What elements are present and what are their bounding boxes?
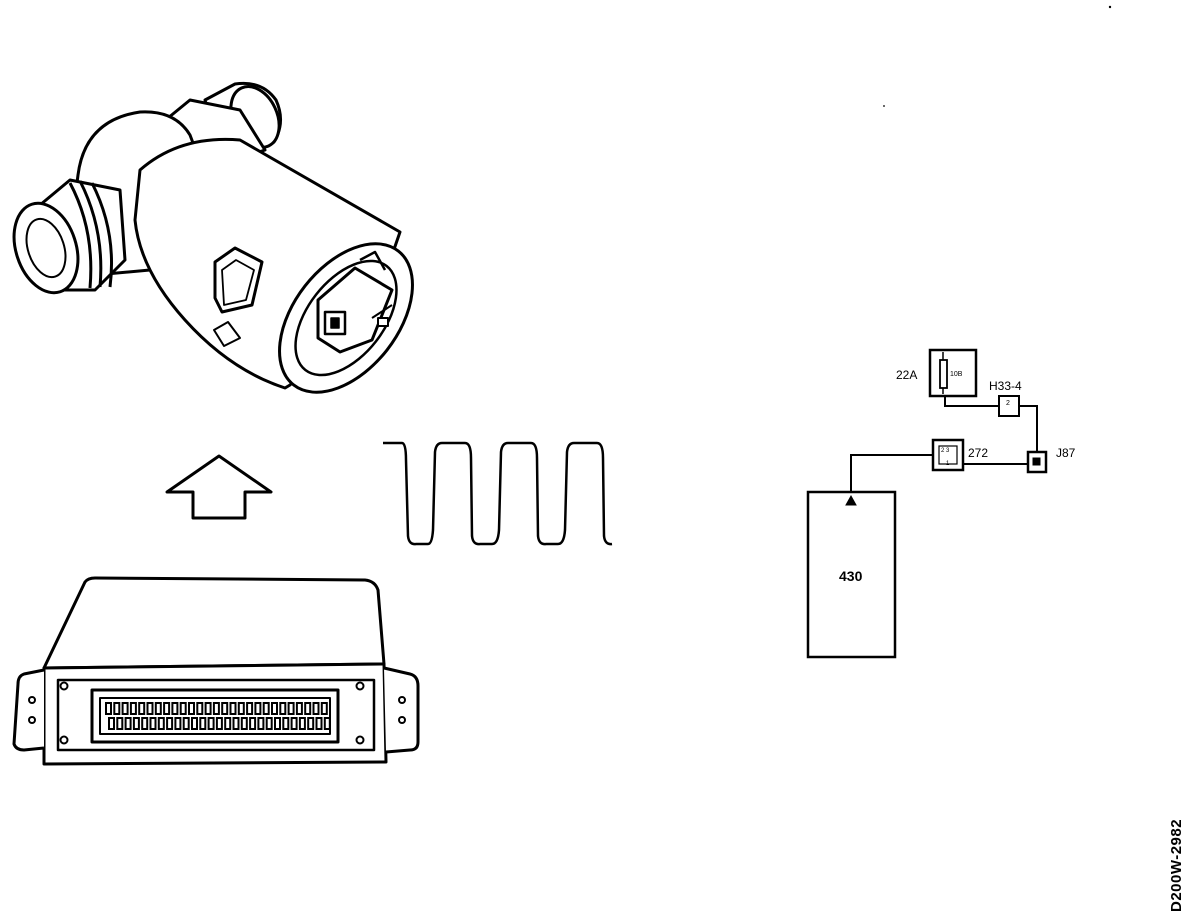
connector-pin bbox=[207, 717, 215, 730]
connector-pin bbox=[138, 702, 146, 715]
connector-pin bbox=[323, 717, 331, 730]
connector-pin bbox=[282, 717, 290, 730]
connector-pin bbox=[141, 717, 149, 730]
connector-pin bbox=[229, 702, 237, 715]
wire-connector-to-splice bbox=[1017, 405, 1038, 457]
drawing-reference-code: D200W-2982 bbox=[1168, 818, 1184, 912]
connector-pin bbox=[295, 702, 303, 715]
connector-pin bbox=[304, 702, 312, 715]
connector-pin bbox=[116, 717, 124, 730]
ecu-430-pin-marker bbox=[845, 494, 857, 506]
connector-pin bbox=[279, 702, 287, 715]
connector-pin bbox=[124, 717, 132, 730]
connector-pin bbox=[121, 702, 129, 715]
connector-pin bbox=[132, 717, 140, 730]
idle-control-valve bbox=[12, 81, 414, 394]
scan-speck bbox=[1108, 5, 1112, 9]
connector-pin bbox=[224, 717, 232, 730]
connector-pin bbox=[312, 702, 320, 715]
connector-pin bbox=[179, 702, 187, 715]
connector-pin bbox=[129, 702, 137, 715]
connector-pin-label: 2 bbox=[1006, 400, 1010, 407]
fuse-rating-label: 10B bbox=[950, 371, 963, 378]
wire-fuse-to-connector bbox=[944, 396, 1003, 407]
connector-pin bbox=[290, 717, 298, 730]
connector-pin bbox=[196, 702, 204, 715]
connector-pin bbox=[320, 702, 328, 715]
splice-j87-label: J87 bbox=[1056, 446, 1076, 460]
ecu-430-pin-label: 1 bbox=[848, 500, 851, 506]
ecu-430-label: 430 bbox=[839, 568, 863, 584]
connector-pin bbox=[232, 717, 240, 730]
scan-speck bbox=[883, 105, 885, 107]
control-module-pins bbox=[105, 702, 331, 730]
connector-pin bbox=[240, 717, 248, 730]
connector-pin bbox=[315, 717, 323, 730]
wiring-schematic bbox=[806, 348, 1048, 659]
connector-pin bbox=[108, 717, 115, 730]
connector-pin bbox=[254, 702, 262, 715]
connector-pin bbox=[149, 717, 157, 730]
connector-pin bbox=[174, 717, 182, 730]
connector-pin bbox=[262, 702, 270, 715]
connector-pin bbox=[166, 717, 174, 730]
connector-pin bbox=[257, 717, 265, 730]
connector-pin bbox=[249, 717, 257, 730]
connector-pin bbox=[237, 702, 245, 715]
connector-pin bbox=[221, 702, 229, 715]
control-module bbox=[12, 576, 420, 766]
up-arrow bbox=[165, 454, 273, 520]
fuse-22a-box bbox=[928, 348, 978, 398]
connector-pin bbox=[188, 702, 195, 715]
connector-pin bbox=[191, 717, 198, 730]
connector-pin bbox=[271, 702, 278, 715]
ecu-430-box bbox=[806, 490, 897, 659]
relay-272-label: 272 bbox=[968, 446, 988, 460]
relay-pins-label: 2 3 bbox=[941, 448, 950, 454]
connector-pin bbox=[105, 702, 112, 715]
connector-pin bbox=[246, 702, 254, 715]
connector-pin bbox=[287, 702, 295, 715]
relay-pin-lower-label: 1 bbox=[946, 461, 950, 467]
connector-pin bbox=[157, 717, 165, 730]
fuse-element bbox=[939, 359, 948, 389]
connector-pin bbox=[298, 717, 306, 730]
connector-pin bbox=[171, 702, 179, 715]
wire-relay-to-ecu bbox=[850, 454, 933, 495]
connector-h33-4 bbox=[998, 395, 1020, 417]
connector-h33-4-label: H33-4 bbox=[989, 379, 1022, 393]
connector-pin bbox=[265, 717, 273, 730]
connector-pin bbox=[146, 702, 154, 715]
connector-pin bbox=[113, 702, 121, 715]
pwm-signal-waveform bbox=[383, 441, 613, 546]
connector-pin bbox=[212, 702, 220, 715]
connector-pin bbox=[204, 702, 212, 715]
connector-pin bbox=[163, 702, 171, 715]
connector-pin bbox=[199, 717, 207, 730]
connector-pin bbox=[307, 717, 315, 730]
connector-pin bbox=[274, 717, 281, 730]
fuse-22a-label: 22A bbox=[896, 368, 917, 382]
connector-pin bbox=[154, 702, 162, 715]
connector-pin bbox=[182, 717, 190, 730]
connector-pin bbox=[215, 717, 223, 730]
